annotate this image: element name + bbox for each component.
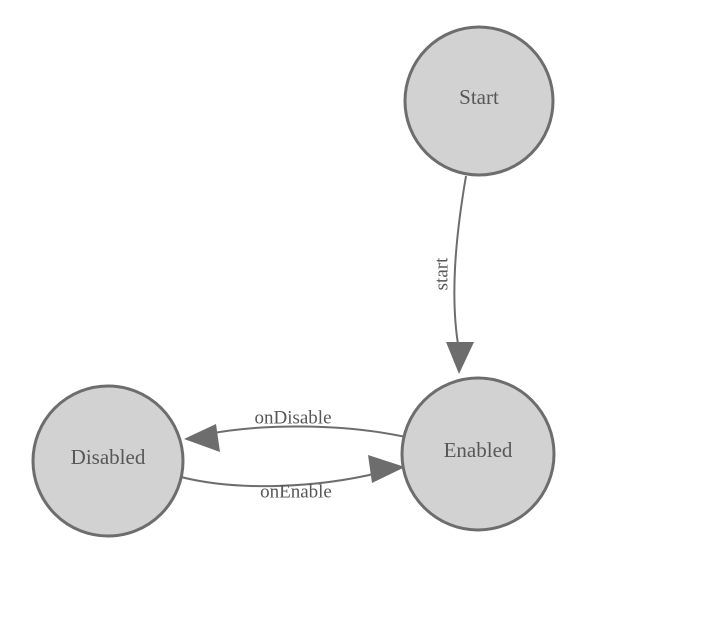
arrow-head-on-enable xyxy=(368,455,405,483)
node-start-circle xyxy=(403,25,555,177)
node-disabled[interactable]: Disabled xyxy=(31,384,185,538)
node-enabled-circle xyxy=(400,376,556,532)
edge-label-start: start xyxy=(431,257,452,290)
edge-line-on-disable xyxy=(207,425,407,438)
edge-disabled-to-enabled[interactable] xyxy=(180,455,405,488)
edge-enabled-to-disabled[interactable] xyxy=(184,424,407,452)
edge-start-to-enabled[interactable] xyxy=(446,175,474,374)
edge-line-on-enable xyxy=(180,472,379,488)
node-start[interactable]: Start xyxy=(403,25,555,177)
node-disabled-circle xyxy=(31,384,185,538)
edge-label-on-enable: onEnable xyxy=(260,481,332,502)
edge-label-on-disable: onDisable xyxy=(254,407,331,428)
node-enabled[interactable]: Enabled xyxy=(400,376,556,532)
arrow-head-on-disable xyxy=(184,424,220,452)
arrow-head-start xyxy=(446,342,474,374)
node-disabled-label: Disabled xyxy=(71,445,146,469)
edge-line-start xyxy=(453,175,467,351)
node-start-label: Start xyxy=(459,85,499,109)
node-enabled-label: Enabled xyxy=(444,438,513,462)
